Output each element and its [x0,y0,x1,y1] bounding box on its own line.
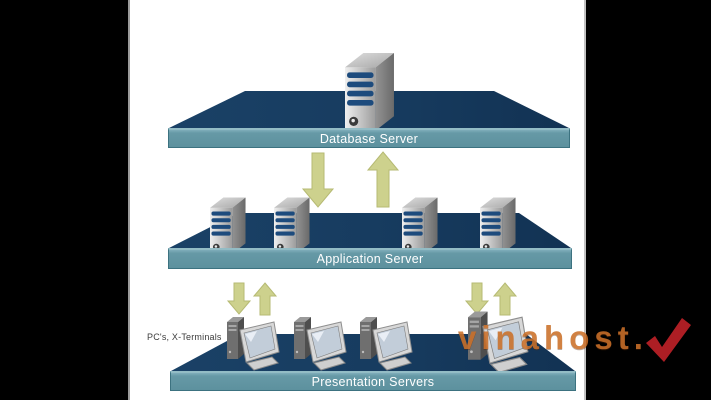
arrow-up-icon [366,151,400,208]
clients-annotation: PC's, X-Terminals [147,332,222,342]
watermark: vinahost. [458,318,692,364]
letterbox-right [584,0,711,400]
arrow-up-icon [252,282,278,316]
checkmark-icon [645,318,691,362]
letterbox-left [0,0,130,400]
server-tower-icon [402,197,438,254]
arrow-down-icon [226,282,252,315]
arrow-up-icon [492,282,518,316]
server-tower-icon [274,197,310,254]
presentation-tier-label: Presentation Servers [170,371,576,391]
database-tier-label: Database Server [168,128,570,148]
application-platform [169,213,571,248]
arrow-down-icon [464,282,490,315]
server-tower-icon [210,197,246,254]
application-tier-label: Application Server [168,248,572,269]
watermark-text: vinahost. [458,319,648,356]
server-tower-icon [480,197,516,254]
arrow-down-icon [301,152,335,208]
server-tower-icon [345,53,394,131]
